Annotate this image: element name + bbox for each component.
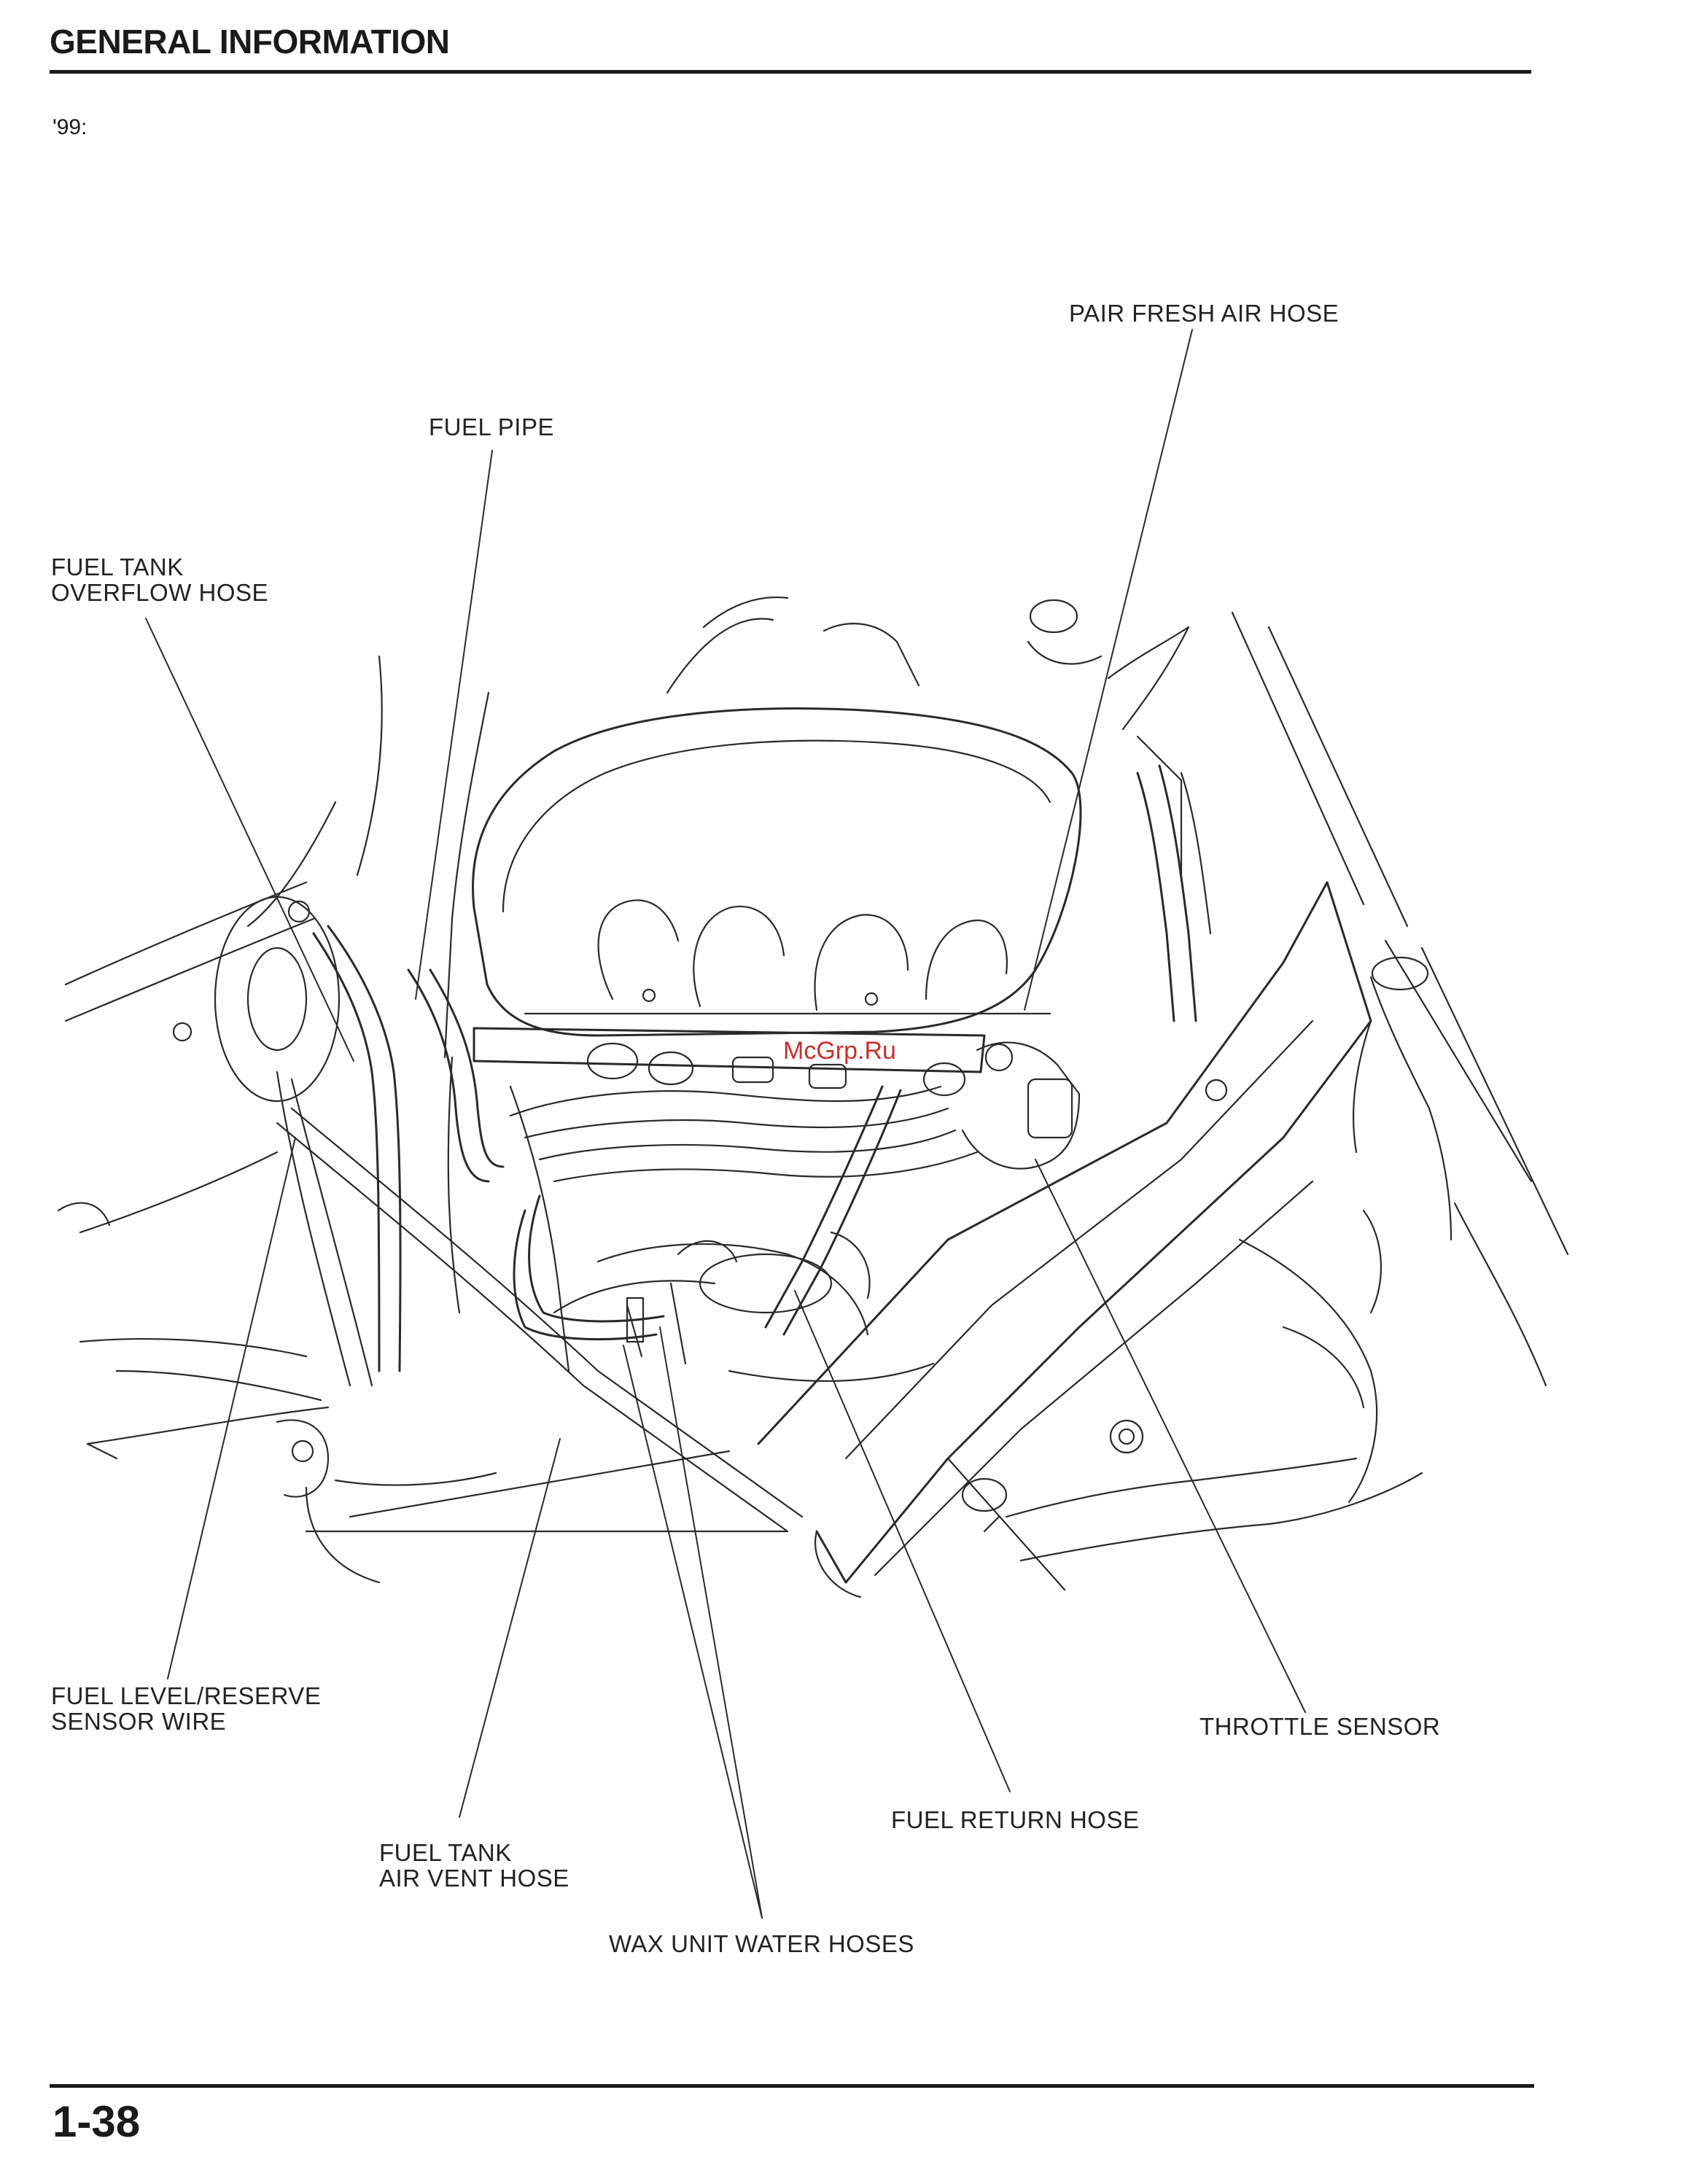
- callout-fuel-pipe: FUEL PIPE: [429, 414, 554, 440]
- callout-fuel-level-sensor-wire-line2: SENSOR WIRE: [51, 1709, 321, 1734]
- throttle-body-area: [510, 1087, 933, 1381]
- callout-fuel-tank-overflow-hose: FUEL TANK OVERFLOW HOSE: [51, 554, 268, 605]
- callout-fuel-return-hose: FUEL RETURN HOSE: [891, 1807, 1139, 1833]
- callout-wax-unit-water-hoses: WAX UNIT WATER HOSES: [609, 1931, 914, 1956]
- callout-fuel-tank-air-vent-hose-line2: AIR VENT HOSE: [379, 1865, 569, 1891]
- callout-fuel-tank-overflow-hose-line1: FUEL TANK: [51, 554, 268, 580]
- radiator-side-structure: [963, 957, 1451, 1561]
- callout-fuel-tank-air-vent-hose-line1: FUEL TANK: [379, 1840, 569, 1865]
- leader-lines: [146, 330, 1305, 1918]
- callout-fuel-tank-overflow-hose-line2: OVERFLOW HOSE: [51, 580, 268, 605]
- callout-fuel-level-reserve-sensor-wire: FUEL LEVEL/RESERVE SENSOR WIRE: [51, 1683, 321, 1734]
- page-number: 1-38: [53, 2096, 140, 2147]
- callout-pair-fresh-air-hose: PAIR FRESH AIR HOSE: [1069, 300, 1339, 326]
- footer-rule: [50, 2084, 1534, 2088]
- engine-frame-outline: [667, 597, 1568, 1386]
- air-cleaner-housing: [473, 709, 1080, 1035]
- callout-throttle-sensor: THROTTLE SENSOR: [1199, 1714, 1440, 1739]
- watermark-text: McGrp.Ru: [783, 1037, 896, 1065]
- callout-fuel-tank-air-vent-hose: FUEL TANK AIR VENT HOSE: [379, 1840, 569, 1891]
- callout-fuel-level-sensor-wire-line1: FUEL LEVEL/RESERVE: [51, 1683, 321, 1709]
- main-frame-spar: [758, 882, 1371, 1597]
